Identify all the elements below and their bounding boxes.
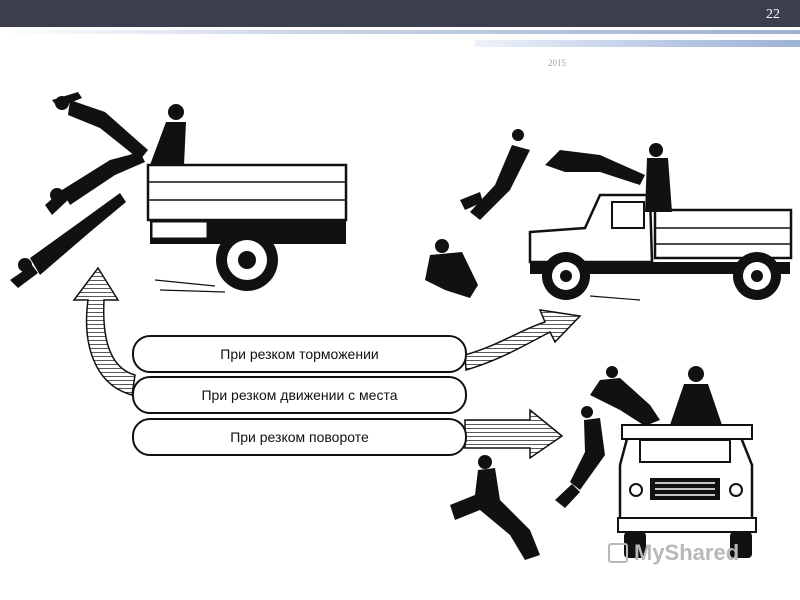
truck-rear-braking	[146, 163, 348, 293]
people-turn	[450, 366, 722, 560]
people-start	[425, 129, 672, 298]
truck-side-start	[528, 193, 793, 301]
truck-front-turn	[617, 424, 757, 558]
label-turn: При резком повороте	[132, 418, 467, 456]
year-label: 2015	[548, 58, 566, 68]
arrow-right-lower	[464, 408, 564, 460]
arrow-up-left	[72, 266, 136, 396]
header-line	[0, 30, 800, 34]
label-start: При резком движении с места	[132, 376, 467, 414]
header-accent-line	[475, 40, 800, 47]
label-braking: При резком торможении	[132, 335, 467, 373]
slide-number: 22	[766, 7, 780, 22]
watermark-logo-icon	[608, 543, 628, 563]
top-bar	[0, 0, 800, 27]
watermark: MyShared	[608, 540, 739, 566]
arrow-right-upper	[464, 309, 582, 371]
watermark-text: MyShared	[634, 540, 740, 565]
people-braking	[10, 92, 186, 288]
